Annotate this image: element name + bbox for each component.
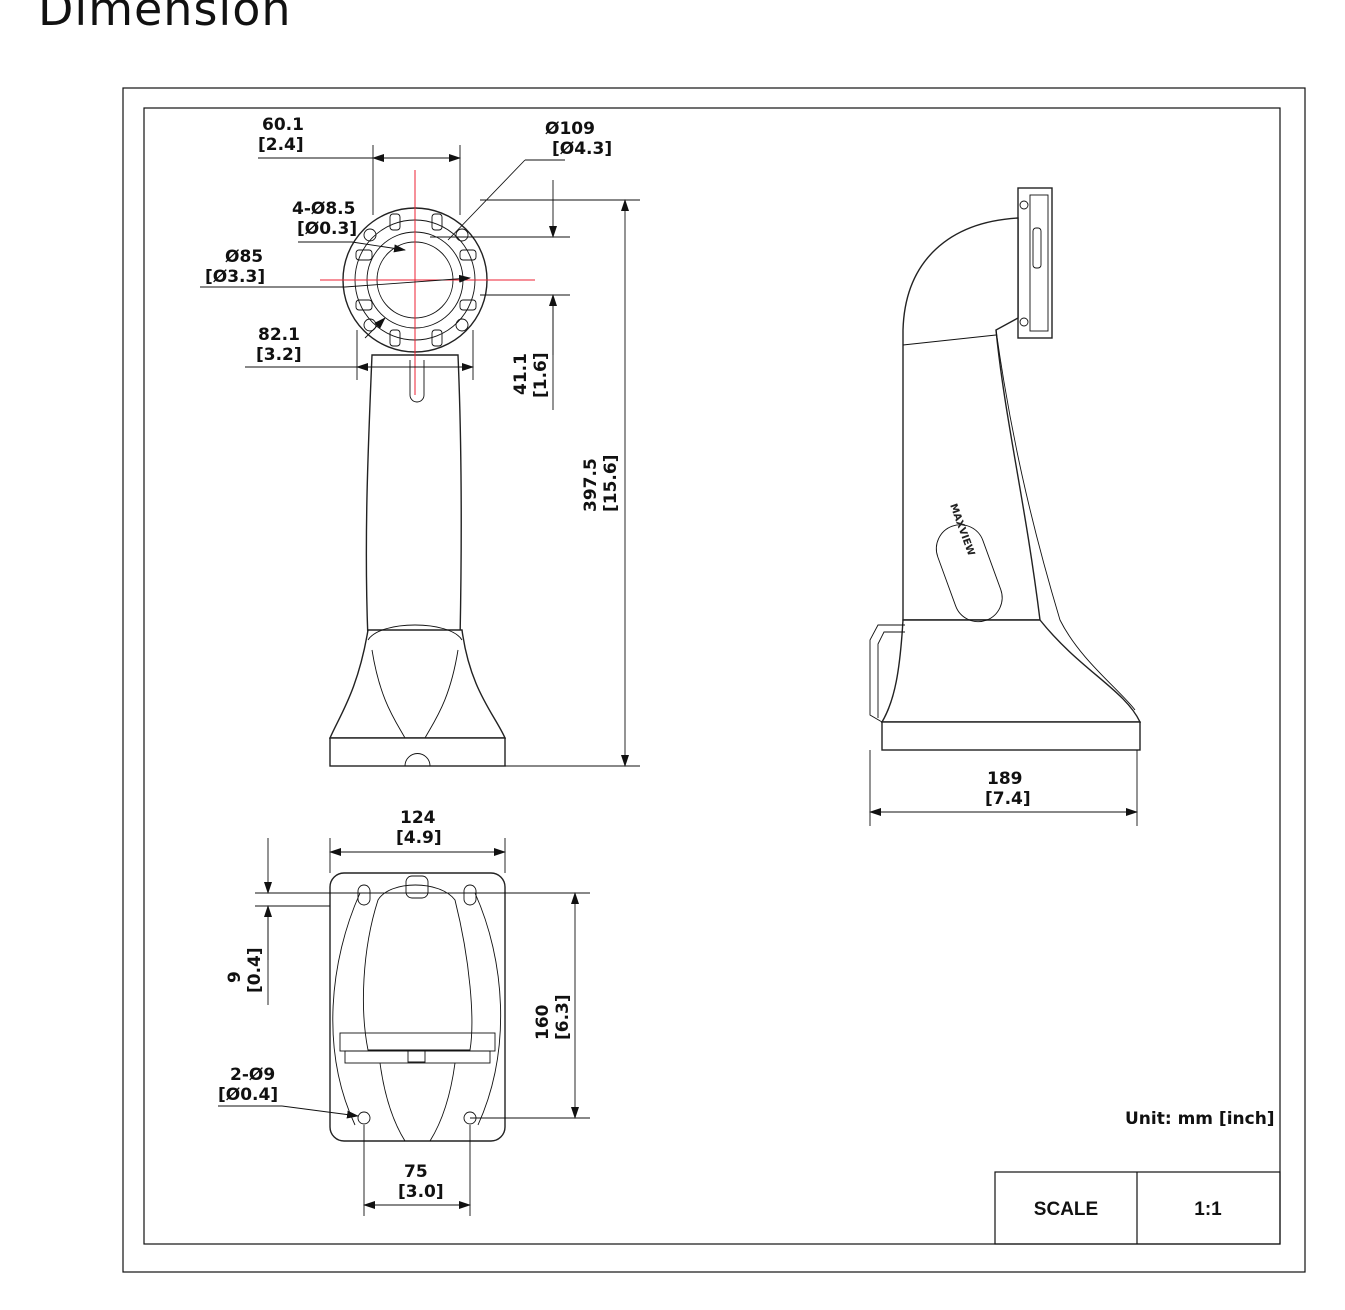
dim-9-in: [0.4]	[245, 947, 265, 993]
dim-41-1-mm: 41.1	[511, 353, 531, 395]
dim-holes-mm: 4-Ø8.5	[292, 199, 355, 219]
dim-d85-in: [Ø3.3]	[205, 267, 265, 287]
inner-frame	[143, 107, 1281, 1245]
dim-41-1-in: [1.6]	[531, 352, 551, 398]
dim-397-5-in: [15.6]	[601, 455, 621, 512]
dim-397-5-mm: 397.5	[581, 458, 601, 512]
page-heading: Dimension	[38, 0, 292, 36]
dim-d85-mm: Ø85	[225, 247, 263, 267]
dim-60-1-in: [2.4]	[258, 135, 304, 155]
dim-160-mm: 160	[533, 1004, 553, 1040]
dim-189-in: [7.4]	[985, 789, 1031, 809]
dim-75-mm: 75	[404, 1162, 428, 1182]
dim-124-in: [4.9]	[396, 828, 442, 848]
dim-9-mm: 9	[225, 971, 245, 983]
dim-2-d9-mm: 2-Ø9	[230, 1065, 275, 1085]
dim-82-1-in: [3.2]	[256, 345, 302, 365]
outer-frame	[122, 87, 1306, 1273]
dim-d109-mm: Ø109	[545, 119, 595, 139]
dim-75-in: [3.0]	[398, 1182, 444, 1202]
dim-2-d9-in: [Ø0.4]	[218, 1085, 278, 1105]
unit-note: Unit: mm [inch]	[1125, 1109, 1275, 1129]
dim-189-mm: 189	[987, 769, 1023, 789]
base-view-dimensions	[218, 838, 590, 1216]
dim-60-1-mm: 60.1	[262, 115, 304, 135]
side-view: MAXVIEW	[869, 187, 1142, 826]
title-block: SCALE 1:1	[994, 1171, 1281, 1245]
base-view	[329, 872, 506, 1142]
scale-value: 1:1	[1194, 1199, 1222, 1220]
front-view	[320, 170, 535, 767]
dim-holes-in: [Ø0.3]	[297, 219, 357, 239]
dim-124-mm: 124	[400, 808, 436, 828]
dim-160-in: [6.3]	[553, 994, 573, 1040]
dim-82-1-mm: 82.1	[258, 325, 300, 345]
top-view-dimensions	[200, 145, 640, 767]
dim-d109-in: [Ø4.3]	[552, 139, 612, 159]
scale-label: SCALE	[1034, 1199, 1098, 1220]
